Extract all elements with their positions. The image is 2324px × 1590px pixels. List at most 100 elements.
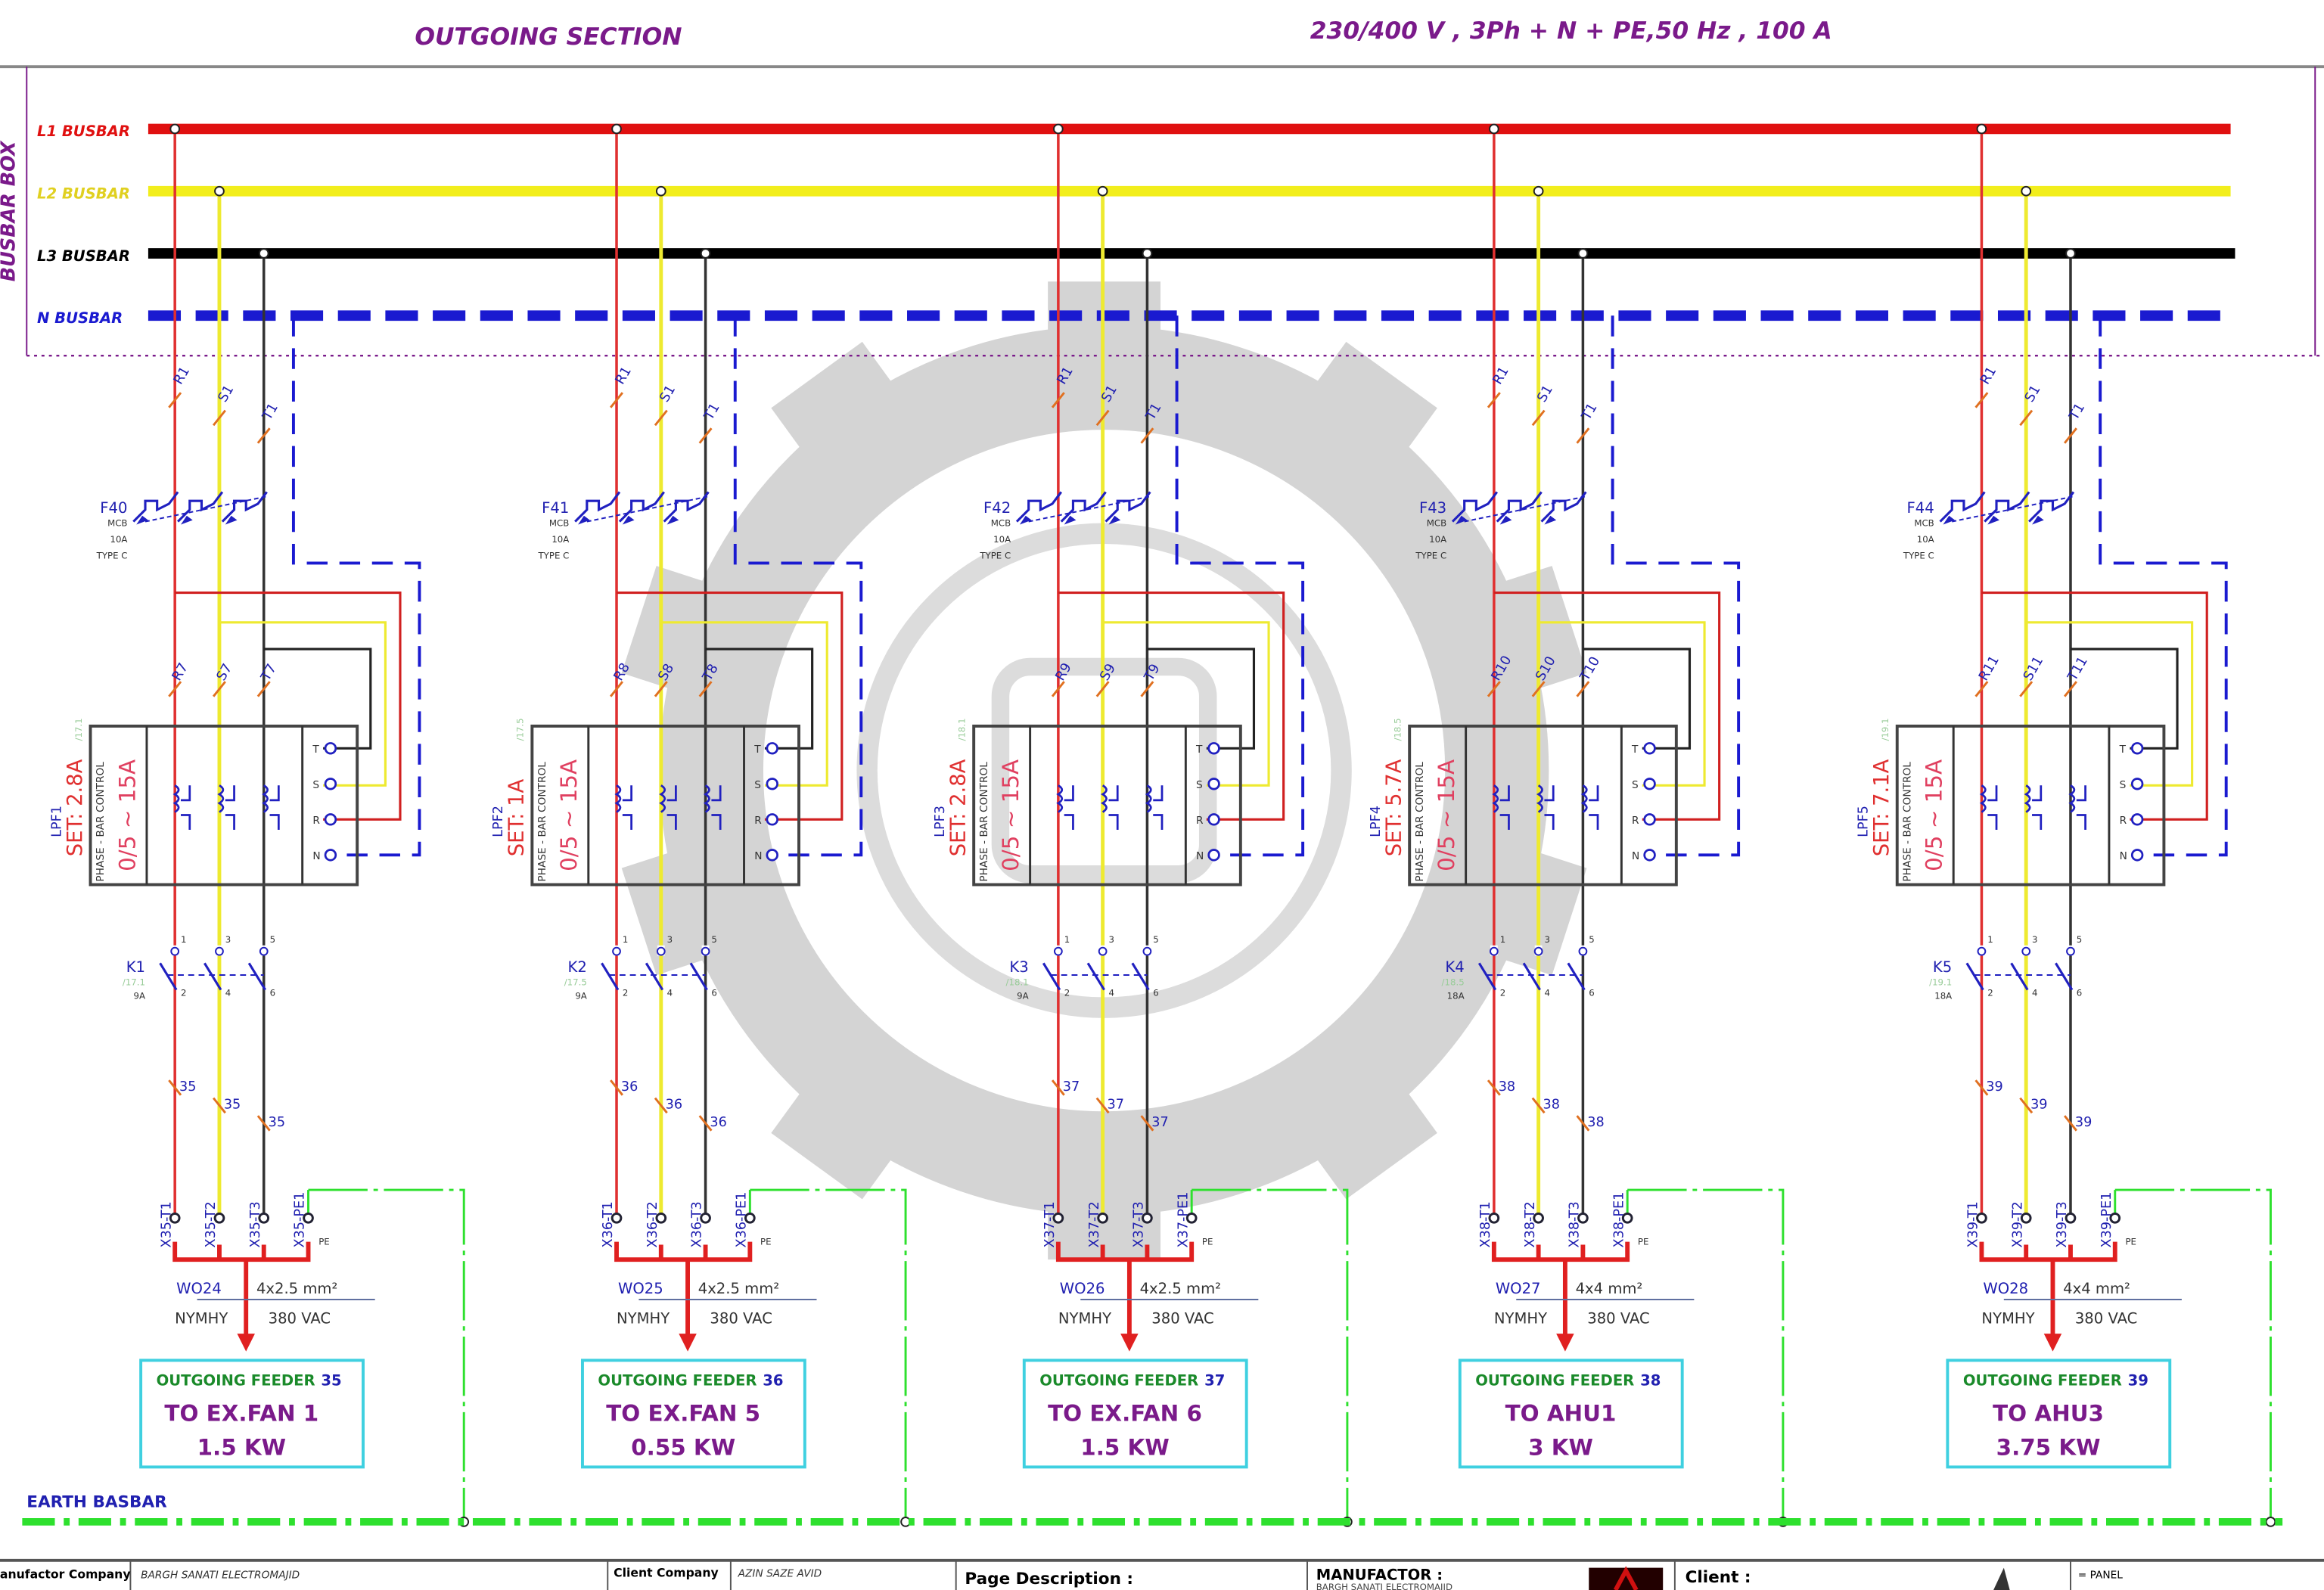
terminal-label: X36-PE1 [734, 1192, 749, 1248]
relay-type: PHASE - BAR CONTROL [95, 762, 107, 882]
relay-sense-wire-T [1147, 647, 1256, 750]
contactor-label: K4 [1445, 958, 1464, 976]
relay-ref: /17.1 [73, 718, 84, 741]
cable-id: WO25 [618, 1280, 663, 1297]
cable-id: WO27 [1496, 1280, 1541, 1297]
cable-size: 4x2.5 mm² [698, 1280, 779, 1297]
wire-marker [2063, 1115, 2077, 1132]
feeder-destination: TO EX.FAN 6 [1048, 1401, 1202, 1427]
feeder-prefix: OUTGOING FEEDER [157, 1372, 315, 1390]
wire-marker [1487, 392, 1501, 408]
pole-no: 5 [711, 934, 716, 945]
wire-marker [256, 427, 271, 444]
relay-terminal-T [766, 742, 778, 755]
mcb-pole-icon [1939, 491, 1986, 523]
mcb-linkage [144, 495, 267, 523]
terminal-label: X36-T3 [690, 1201, 705, 1247]
busbar-tap [1577, 248, 1589, 259]
mcb-rating: 10A [1917, 534, 1934, 545]
contact-point [2066, 946, 2075, 956]
feeder-power: 3 KW [1528, 1435, 1593, 1461]
contactor-pole-icon [1131, 962, 1150, 991]
feeder-box-border [1458, 1359, 1684, 1469]
pole-no: 1 [1064, 934, 1070, 945]
pole-no: 6 [711, 987, 716, 998]
relay-terminal-label: R [312, 815, 320, 827]
relay-terminal-S [324, 778, 337, 790]
relay-range: 0/5 ~ 15A [556, 759, 582, 871]
relay-range: 0/5 ~ 15A [998, 759, 1024, 871]
contactor-ref: /17.1 [123, 977, 145, 988]
busbar-tap [1533, 185, 1544, 197]
cable-id: WO28 [1983, 1280, 2028, 1297]
cable-type: NYMHY [1058, 1309, 1111, 1327]
mcb-linkage [1952, 495, 2074, 523]
pole-no: 4 [2032, 987, 2037, 998]
mcb-trip-arrow-icon [1943, 515, 1956, 525]
pole-no: 2 [1987, 987, 1993, 998]
terminal-3 [1185, 1212, 1198, 1224]
contact-point [1578, 946, 1588, 956]
terminal-2 [1142, 1212, 1153, 1224]
current-sensor-coil-icon [659, 784, 677, 831]
title-block: Manufactor Company BARGH SANATI ELECTROM… [0, 1558, 2324, 1590]
terminal-label: X35-PE1 [293, 1192, 308, 1248]
contact-point [1533, 946, 1543, 956]
relay-sense-wire-R [175, 592, 402, 821]
terminal-0 [1488, 1212, 1500, 1224]
wire-marker [654, 1097, 668, 1114]
mcb-trip-arrow-icon [1019, 515, 1032, 525]
wire-marker [1531, 409, 1546, 427]
earth-busbar-label: EARTH BASBAR [26, 1492, 167, 1511]
terminal-1 [655, 1212, 667, 1224]
mcb-trip-arrow-icon [1499, 515, 1512, 525]
busbar-label-4: N BUSBAR [37, 309, 123, 327]
pole-no: 3 [1108, 934, 1114, 945]
wire-marker [2063, 427, 2077, 444]
terminal-label: X38-PE1 [1611, 1192, 1626, 1248]
cable-arrow-icon [1556, 1334, 1574, 1352]
mcb-curve: TYPE C [538, 551, 570, 561]
relay-terminal-label: T [312, 744, 319, 756]
relay-sense-wire-R [617, 592, 844, 821]
wire-number: 38 [1587, 1115, 1604, 1130]
feeder-prefix: OUTGOING FEEDER [1475, 1372, 1634, 1390]
pole-no: 6 [2077, 987, 2082, 998]
wire-number: 37 [1063, 1079, 1080, 1095]
wire-marker [212, 1097, 226, 1114]
cable-bundle [1491, 1241, 1630, 1337]
relay-terminal-N [1207, 849, 1220, 862]
cable-bundle [172, 1241, 311, 1337]
relay-terminal-S [1207, 778, 1220, 790]
mcb-pole-icon [663, 491, 710, 523]
wire-marker [654, 681, 668, 697]
relay-terminal-label: S [754, 779, 761, 791]
contact-point [1142, 946, 1152, 956]
current-sensor-coil-icon [172, 784, 191, 831]
feeder-box-border [139, 1359, 365, 1469]
wire-marker [168, 1079, 182, 1096]
contactor-pole-icon [601, 962, 620, 991]
relay-setting: SET: 7.1A [1870, 759, 1894, 856]
contactor-rating: 9A [133, 990, 145, 1001]
mcb-rating: 10A [993, 534, 1011, 545]
current-sensor-coil-icon [1056, 784, 1074, 831]
mcb-trip-arrow-icon [1108, 515, 1121, 525]
contactor-pole-icon [689, 962, 708, 991]
mcb-pole-icon [1105, 491, 1151, 523]
neutral-wire [2099, 315, 2228, 857]
section-title: OUTGOING SECTION [415, 23, 682, 51]
busbar-box-label: BUSBAR BOX [0, 140, 20, 281]
terminal-label: X38-T3 [1567, 1201, 1583, 1247]
terminal-label: X35-T2 [204, 1201, 219, 1247]
terminal-2 [2065, 1212, 2077, 1224]
terminal-label: X36-T1 [601, 1201, 616, 1247]
current-sensor-coil-icon [703, 784, 722, 831]
relay-terminal-label: S [1196, 779, 1203, 791]
relay-sense-wire-S [1102, 621, 1270, 787]
current-sensor-coil-icon [2024, 784, 2043, 831]
relay-label: LPF1 [49, 806, 64, 837]
